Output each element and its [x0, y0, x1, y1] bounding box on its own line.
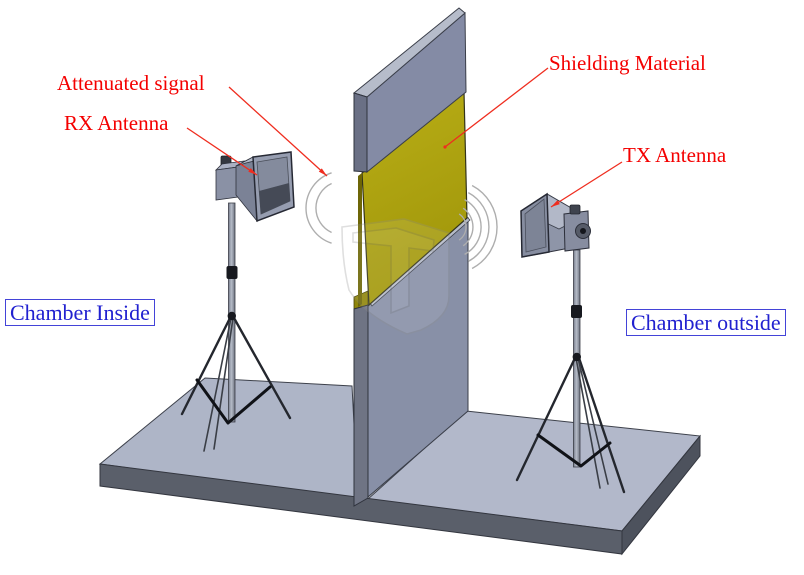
label-chamber-outside: Chamber outside [626, 309, 786, 337]
rx-horn-antenna-icon [214, 151, 295, 223]
label-chamber-inside: Chamber Inside [5, 299, 155, 327]
arrowhead-icon [318, 168, 327, 176]
label-tx-antenna: TX Antenna [623, 143, 727, 167]
leader-rx-antenna [186, 127, 258, 176]
tx-tripod [515, 249, 626, 494]
leader-lines [186, 67, 623, 208]
leader-arrowheads [248, 145, 560, 207]
shield-watermark-icon [341, 218, 450, 335]
leader-attenuated-signal [228, 86, 328, 177]
tx-signal-waves-icon [458, 184, 498, 270]
label-rx-antenna: RX Antenna [64, 111, 169, 135]
floor-platform [98, 377, 701, 556]
wall-top-beam [352, 7, 467, 174]
label-shielding-material: Shielding Material [549, 51, 706, 75]
rx-tripod [180, 202, 292, 452]
attenuated-signal-waves-icon [305, 172, 332, 244]
leader-tx-antenna [550, 161, 623, 208]
tx-horn-antenna-icon [520, 192, 591, 258]
arrowhead-icon [248, 168, 257, 175]
label-attenuated-signal: Attenuated signal [57, 71, 205, 95]
arrowhead-icon [551, 200, 560, 207]
leader-shielding-material [444, 67, 549, 148]
